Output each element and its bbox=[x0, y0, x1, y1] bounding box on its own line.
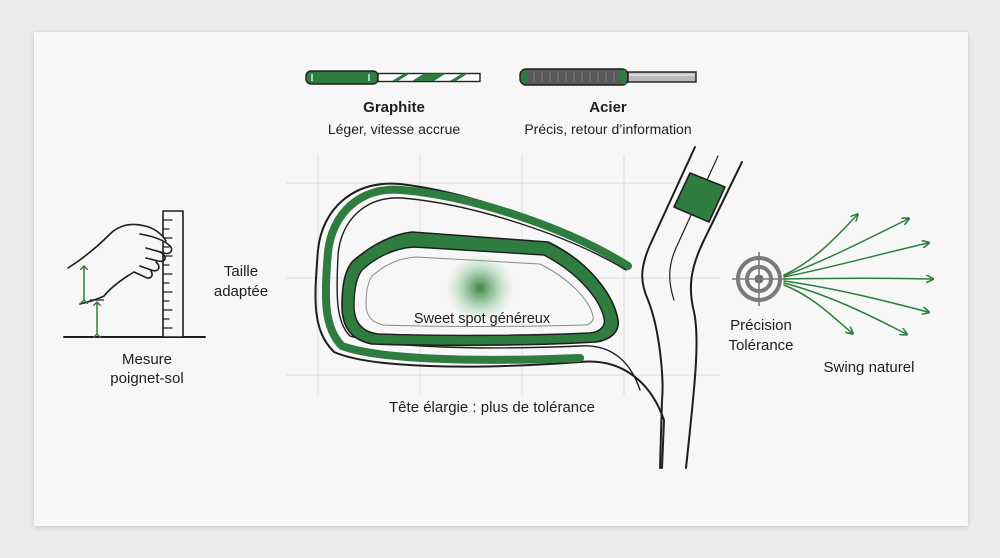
graphite-title: Graphite bbox=[363, 99, 425, 116]
swing-arrows-icon bbox=[783, 215, 932, 334]
iron-head-icon bbox=[314, 146, 743, 469]
measure-label-line2: poignet-sol bbox=[110, 370, 184, 387]
size-label-line1: Taille bbox=[223, 263, 259, 280]
measure-arrows bbox=[84, 266, 104, 334]
target-icon bbox=[732, 252, 786, 306]
size-label-line2: adaptée bbox=[213, 283, 269, 300]
steel-description: Précis, retour d’information bbox=[524, 121, 692, 137]
head-caption: Tête élargie : plus de tolérance bbox=[389, 399, 595, 416]
measure-label-line1: Mesure bbox=[121, 351, 173, 368]
steel-title: Acier bbox=[589, 99, 627, 116]
precision-label: Précision bbox=[730, 317, 792, 334]
graphite-description: Léger, vitesse accrue bbox=[327, 121, 461, 137]
sweet-spot-label: Sweet spot généreux bbox=[413, 311, 551, 327]
steel-shaft-icon bbox=[519, 68, 697, 86]
ruler-hand-icon bbox=[63, 210, 206, 338]
tolerance-label: Tolérance bbox=[728, 337, 794, 354]
swing-label: Swing naturel bbox=[823, 359, 915, 376]
graphite-shaft-icon bbox=[305, 70, 481, 85]
sweet-spot-glow bbox=[446, 254, 514, 322]
